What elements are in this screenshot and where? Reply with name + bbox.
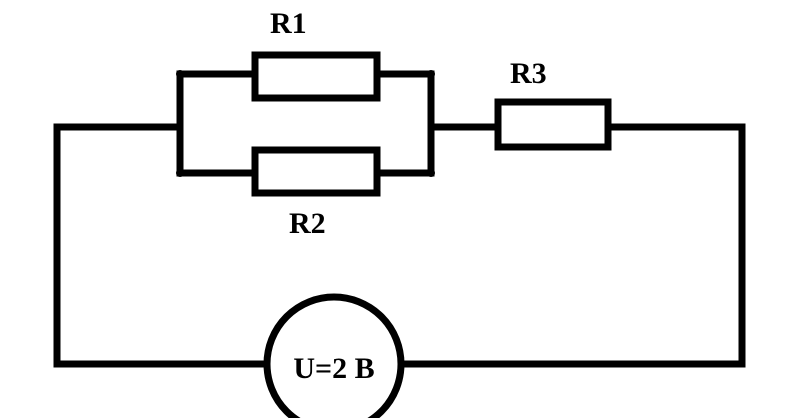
resistor-r3 bbox=[494, 98, 612, 151]
wire-left-loop bbox=[53, 123, 271, 368]
node-left-top bbox=[176, 70, 184, 78]
node-right-top bbox=[427, 70, 435, 78]
node-left-bottom bbox=[176, 169, 184, 177]
circuit-wires bbox=[53, 70, 746, 368]
resistor-r1-label: R1 bbox=[270, 7, 307, 40]
voltage-source bbox=[263, 293, 405, 418]
resistor-r2 bbox=[251, 146, 381, 197]
junction-nodes bbox=[176, 70, 435, 177]
resistor-r3-label: R3 bbox=[510, 57, 547, 90]
node-right-bottom bbox=[427, 169, 435, 177]
resistor-r1 bbox=[251, 51, 381, 102]
voltage-source-label: U=2 B bbox=[293, 352, 374, 385]
wire-right-loop bbox=[400, 123, 746, 368]
resistor-r2-label: R2 bbox=[289, 207, 326, 240]
